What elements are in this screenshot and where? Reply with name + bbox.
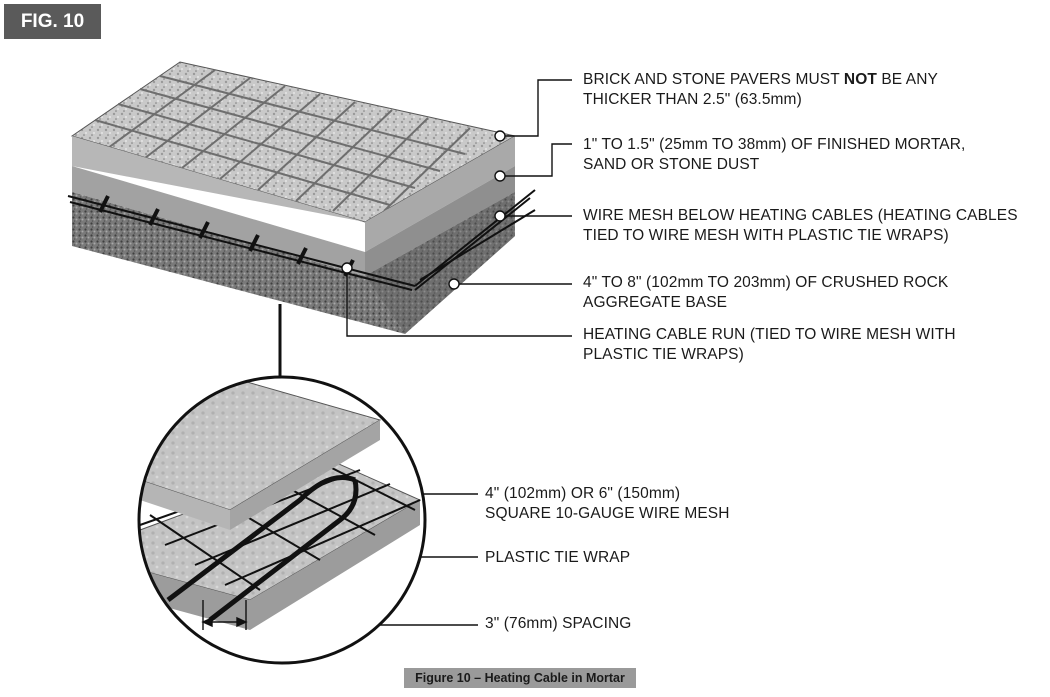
mortar-side-face — [365, 166, 515, 276]
aggregate-front-face — [72, 192, 405, 334]
callout-wire-mesh: WIRE MESH BELOW HEATING CABLES (HEATING … — [583, 207, 1018, 244]
paver-front-face — [72, 136, 365, 222]
detail-circle-outline — [137, 375, 427, 665]
callout-pavers: BRICK AND STONE PAVERS MUST NOT BE ANY T… — [583, 71, 938, 108]
heating-cable-ties — [98, 195, 355, 277]
callout-mesh-size: 4" (102mm) OR 6" (150mm) SQUARE 10-GAUGE… — [485, 485, 730, 522]
paver-side-face — [365, 136, 515, 252]
callout-mortar: 1" TO 1.5" (25mm TO 38mm) OF FINISHED MO… — [583, 136, 966, 173]
figure-tag: FIG. 10 — [4, 4, 101, 39]
figure-caption: Figure 10 – Heating Cable in Mortar — [404, 668, 636, 688]
callout-aggregate: 4" TO 8" (102mm TO 203mm) OF CRUSHED ROC… — [583, 274, 949, 311]
spacing-dimension — [201, 600, 248, 630]
layered-block — [67, 61, 536, 334]
paver-joints — [94, 69, 471, 212]
mortar-front-face — [72, 166, 365, 276]
callout-spacing: 3" (76mm) SPACING — [485, 615, 632, 632]
detail-magnifier — [139, 377, 425, 663]
callout-tie-wrap: PLASTIC TIE WRAP — [485, 549, 631, 566]
wire-mesh-edge — [67, 189, 536, 291]
callout-cable-run: HEATING CABLE RUN (TIED TO WIRE MESH WIT… — [583, 326, 956, 363]
